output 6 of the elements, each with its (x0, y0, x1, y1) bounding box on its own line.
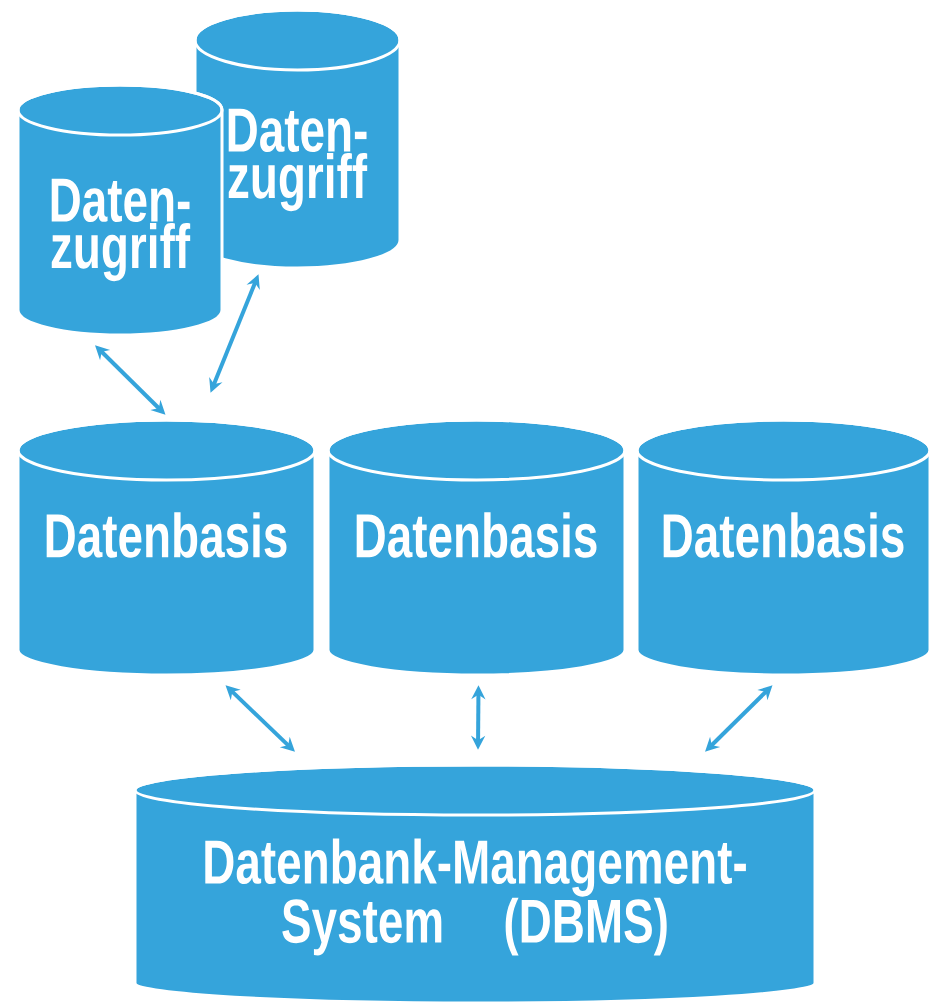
database-cylinder: Datenbasis (16, 418, 317, 677)
database-cylinder: Datenbasis (326, 418, 627, 677)
database-cylinder: Datenbank-Management- System (DBMS) (133, 763, 817, 1005)
database-cylinder: Datenbasis (635, 418, 930, 677)
database-cylinder: Daten- zugriff (16, 83, 224, 337)
database-cylinder: Daten- zugriff (193, 8, 402, 270)
